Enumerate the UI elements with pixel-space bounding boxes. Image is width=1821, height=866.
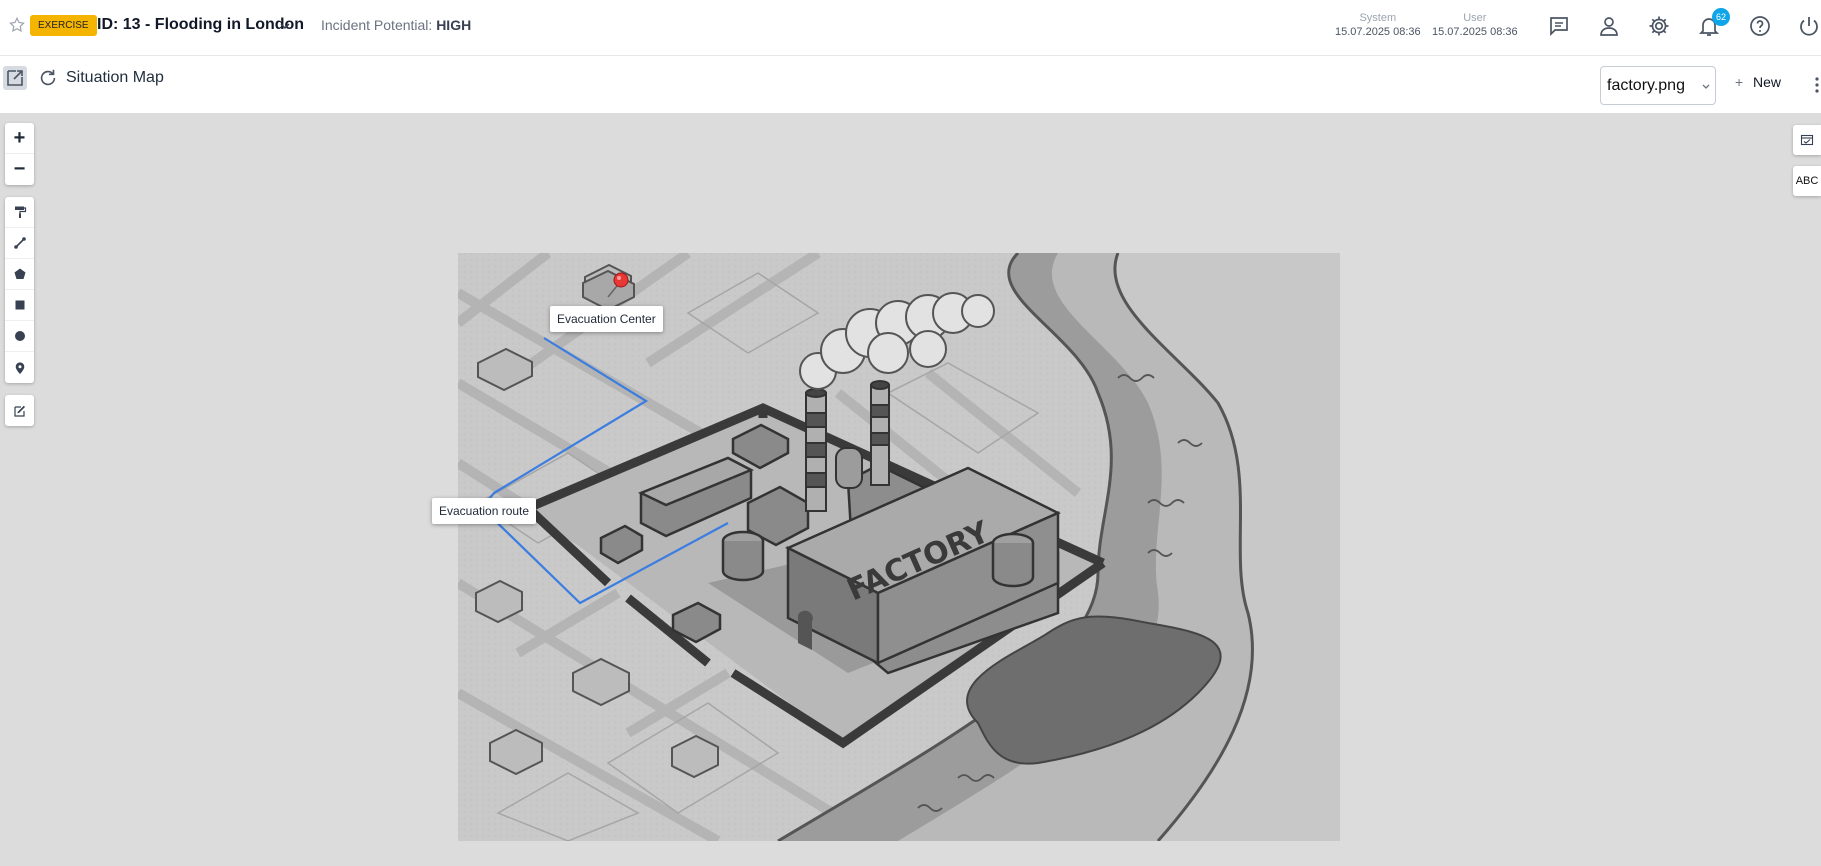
evacuation-center-marker[interactable] — [613, 272, 629, 288]
user-clock: User 15.07.2025 08:36 — [1432, 11, 1518, 39]
marker-tool[interactable] — [5, 352, 34, 383]
top-bar: EXERCISE ID: 13 - Flooding in London Inc… — [0, 0, 1821, 56]
map-select-value: factory.png — [1607, 77, 1685, 94]
evacuation-route-label[interactable]: Evacuation route — [432, 498, 537, 524]
page-title: Situation Map — [66, 69, 164, 86]
zoom-in-button[interactable]: + — [5, 123, 34, 154]
evacuation-center-label[interactable]: Evacuation Center — [550, 306, 663, 332]
system-clock: System 15.07.2025 08:36 — [1335, 11, 1421, 39]
chevron-down-icon — [1702, 84, 1710, 89]
zoom-controls: + − — [5, 123, 34, 185]
user-clock-label: User — [1463, 12, 1487, 24]
draw-toolbar — [5, 197, 34, 383]
square-icon — [15, 300, 24, 310]
incident-title[interactable]: ID: 13 - Flooding in London — [97, 16, 305, 33]
new-button-label: New — [1753, 74, 1782, 90]
potential-label: Incident Potential: — [321, 17, 433, 33]
power-icon[interactable] — [1797, 14, 1821, 38]
more-vertical-icon[interactable] — [1813, 74, 1821, 96]
expand-button[interactable] — [3, 66, 27, 90]
line-tool[interactable] — [5, 228, 34, 259]
zoom-out-button[interactable]: − — [13, 158, 26, 180]
marker-icon — [15, 361, 24, 374]
refresh-icon[interactable] — [37, 67, 59, 89]
incident-potential: Incident Potential: HIGH — [321, 17, 471, 33]
star-icon[interactable] — [8, 16, 26, 34]
user-clock-value: 15.07.2025 08:36 — [1432, 26, 1518, 38]
edit-toolbar — [5, 395, 34, 426]
map-select[interactable]: factory.png — [1600, 66, 1716, 105]
help-icon[interactable] — [1748, 14, 1772, 38]
plus-icon: + — [1735, 74, 1744, 90]
layers-icon — [1800, 134, 1814, 146]
sub-bar — [0, 57, 1821, 113]
polygon-tool[interactable] — [5, 259, 34, 290]
notification-count-badge: 62 — [1712, 8, 1730, 26]
labels-button[interactable]: ABC — [1793, 166, 1821, 196]
paint-roller-icon — [14, 206, 26, 218]
edit-tool[interactable] — [5, 395, 34, 426]
system-clock-label: System — [1359, 12, 1397, 24]
edit-icon — [13, 405, 25, 417]
polygon-icon — [14, 268, 25, 279]
square-tool[interactable] — [5, 290, 34, 321]
system-clock-value: 15.07.2025 08:36 — [1335, 26, 1421, 38]
chevron-down-icon[interactable] — [279, 20, 291, 32]
paint-roller-tool[interactable] — [5, 197, 34, 228]
potential-value: HIGH — [436, 17, 472, 33]
expand-icon — [7, 70, 23, 86]
new-button[interactable]: + New — [1735, 74, 1781, 96]
bell-icon[interactable] — [1697, 14, 1721, 38]
line-icon — [13, 237, 26, 249]
layers-button[interactable] — [1793, 125, 1821, 155]
chat-icon[interactable] — [1547, 14, 1571, 38]
gear-icon[interactable] — [1647, 14, 1671, 38]
exercise-badge: EXERCISE — [30, 15, 97, 36]
circle-icon — [14, 331, 25, 341]
factory-map-image[interactable]: FACTORY — [458, 253, 1340, 841]
circle-tool[interactable] — [5, 321, 34, 352]
user-icon[interactable] — [1597, 14, 1621, 38]
